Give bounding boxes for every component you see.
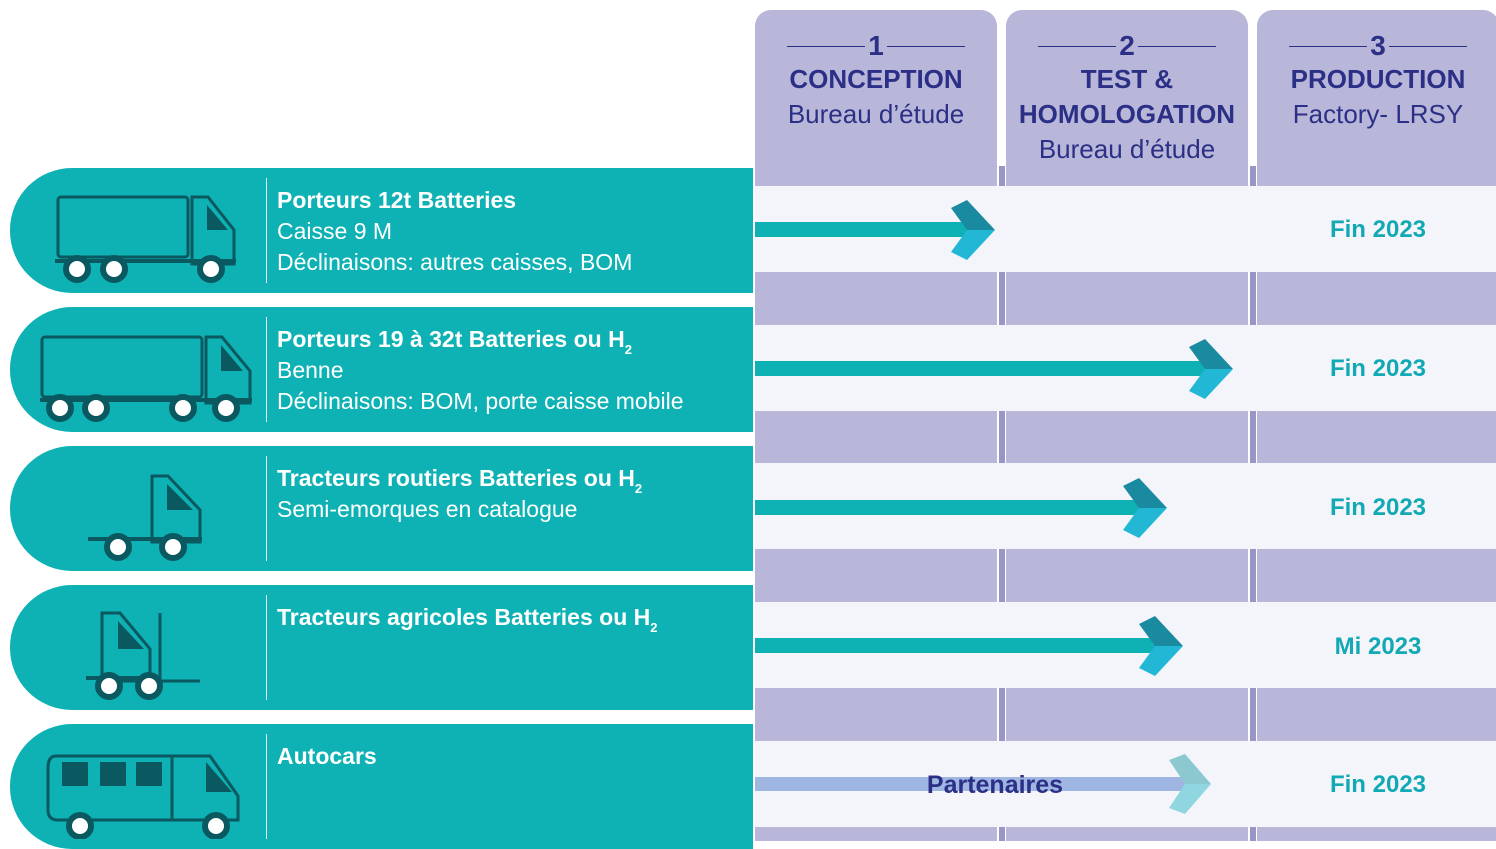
row-line2: Semi-emorques en catalogue bbox=[277, 496, 578, 522]
milestone-label: Fin 2023 bbox=[1329, 771, 1427, 798]
coach-bus-icon bbox=[46, 754, 240, 839]
phase-title: CONCEPTION bbox=[789, 64, 963, 94]
phase-title-line1: TEST & bbox=[1080, 64, 1174, 94]
row-text: Tracteurs routiers Batteries ou H2 Semi-… bbox=[277, 463, 642, 525]
row-line2: Caisse 9 M bbox=[277, 218, 393, 244]
phase-header: 3 PRODUCTION Factory- LRSY bbox=[1257, 10, 1496, 186]
category-row-tracteurs-routiers: Tracteurs routiers Batteries ou H2 Semi-… bbox=[10, 446, 753, 571]
agricultural-tractor-icon bbox=[86, 611, 200, 700]
phase-header: 2 TEST & HOMOLOGATION Bureau d’étude bbox=[1006, 10, 1248, 186]
category-row-tracteurs-agricoles: Tracteurs agricoles Batteries ou H2 bbox=[10, 585, 753, 710]
row-title: Porteurs 19 à 32t Batteries ou H2 bbox=[277, 326, 632, 357]
row-text: Porteurs 12t Batteries Caisse 9 M Déclin… bbox=[277, 185, 632, 278]
progress-arrow bbox=[755, 616, 1183, 676]
progress-arrow bbox=[755, 200, 995, 260]
progress-arrow bbox=[755, 339, 1233, 399]
rigid-truck-12t-icon bbox=[55, 195, 236, 283]
phase-header: 1 CONCEPTION Bureau d’étude bbox=[755, 10, 997, 186]
row-text: Tracteurs agricoles Batteries ou H2 bbox=[277, 602, 658, 635]
row-line3: Déclinaisons: autres caisses, BOM bbox=[277, 249, 633, 275]
phase-number: 2 bbox=[1119, 30, 1135, 61]
category-row-autocars: Autocars bbox=[10, 724, 753, 849]
milestone-label: Fin 2023 bbox=[1329, 355, 1427, 382]
phase-subtitle: Bureau d’étude bbox=[787, 99, 965, 129]
road-tractor-icon bbox=[88, 474, 202, 561]
partner-arrow bbox=[755, 754, 1211, 814]
row-title: Tracteurs routiers Batteries ou H2 bbox=[277, 465, 643, 496]
phase-title-line2: HOMOLOGATION bbox=[1018, 99, 1236, 129]
row-text: Porteurs 19 à 32t Batteries ou H2 Benne … bbox=[277, 324, 684, 417]
category-row-porteurs-19-32t: Porteurs 19 à 32t Batteries ou H2 Benne … bbox=[10, 307, 753, 432]
rigid-truck-32t-icon bbox=[40, 335, 252, 422]
row-line3: Déclinaisons: BOM, porte caisse mobile bbox=[277, 388, 684, 414]
partner-label: Partenaires bbox=[926, 771, 1064, 799]
row-title: Autocars bbox=[277, 743, 377, 769]
phase-subtitle: Bureau d’étude bbox=[1038, 134, 1216, 164]
row-line2: Benne bbox=[277, 357, 344, 383]
phase-column-production: 3 PRODUCTION Factory- LRSY bbox=[1257, 10, 1496, 841]
progress-arrow bbox=[755, 478, 1167, 538]
category-row-porteurs-12t: Porteurs 12t Batteries Caisse 9 M Déclin… bbox=[10, 168, 753, 293]
milestone-label: Mi 2023 bbox=[1334, 633, 1422, 660]
phase-subtitle: Factory- LRSY bbox=[1292, 99, 1464, 129]
phase-number: 3 bbox=[1370, 30, 1386, 61]
row-text: Autocars bbox=[277, 741, 377, 772]
row-title: Porteurs 12t Batteries bbox=[277, 187, 517, 213]
phase-column-test-homologation: 2 TEST & HOMOLOGATION Bureau d’étude bbox=[1006, 10, 1248, 841]
phase-column-conception: 1 CONCEPTION Bureau d’étude bbox=[755, 10, 997, 841]
phase-number: 1 bbox=[868, 30, 884, 61]
phase-title: PRODUCTION bbox=[1290, 64, 1466, 94]
milestone-label: Fin 2023 bbox=[1329, 216, 1427, 243]
milestone-label: Fin 2023 bbox=[1329, 494, 1427, 521]
row-title: Tracteurs agricoles Batteries ou H2 bbox=[277, 604, 658, 635]
